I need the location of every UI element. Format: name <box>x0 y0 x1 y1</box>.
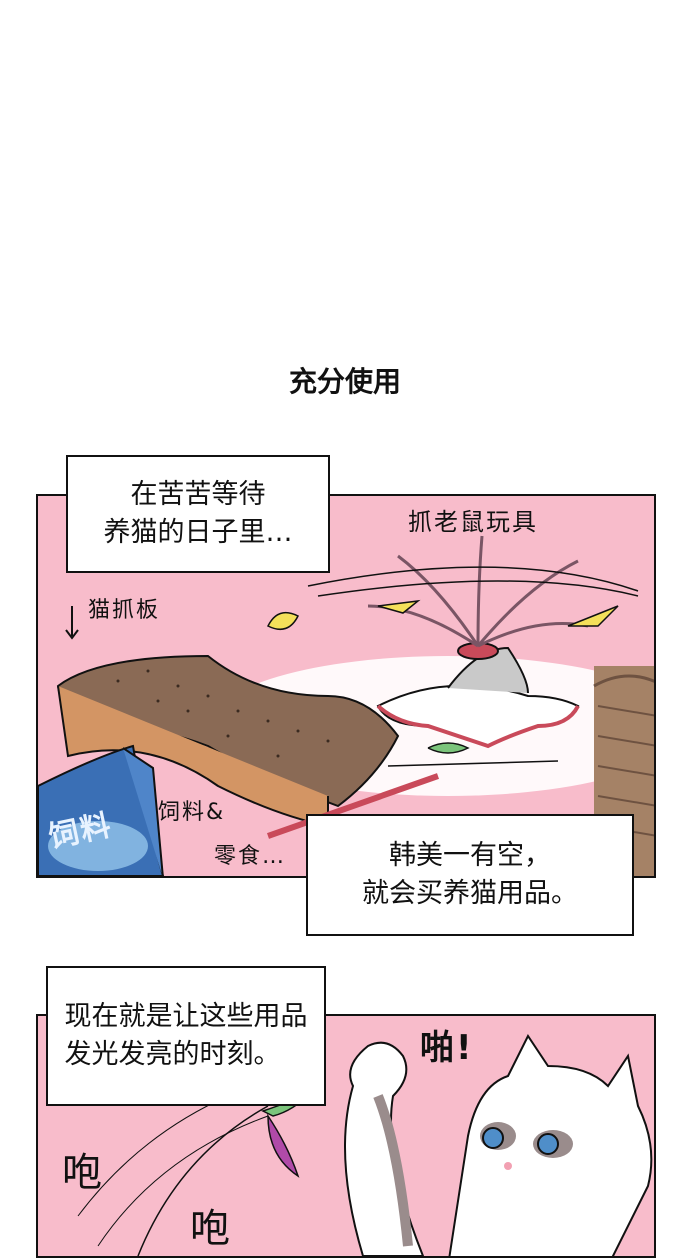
label-scratch-board: 猫抓板 <box>88 598 161 623</box>
label-mouse-toy: 抓老鼠玩具 <box>408 508 538 536</box>
caption-moment: 现在就是让这些用品 发光发亮的时刻。 <box>46 966 326 1106</box>
sfx-pa: 啪! <box>420 1028 474 1068</box>
panel2-illustration <box>77 1034 653 1256</box>
cat <box>448 1034 653 1256</box>
caption-waiting: 在苦苦等待 养猫的日子里… <box>66 455 330 573</box>
sfx-swing-2: 咆 <box>190 1206 232 1252</box>
scratch-board <box>56 654 400 828</box>
arrow-icon <box>65 606 79 640</box>
caption-waiting-text: 在苦苦等待 养猫的日子里… <box>103 479 293 548</box>
caption-buying: 韩美一有空， 就会买养猫用品。 <box>306 814 634 936</box>
panel1-illustration <box>38 535 654 876</box>
sfx-swing-1: 咆 <box>62 1150 104 1196</box>
mouse-toy <box>266 535 639 749</box>
caption-buying-text: 韩美一有空， 就会买养猫用品。 <box>362 840 578 909</box>
label-food-line1: 饲料& <box>158 800 226 825</box>
panel-cat-playing <box>36 1014 656 1258</box>
cat-paw <box>344 1041 425 1256</box>
caption-moment-text: 现在就是让这些用品 发光发亮的时刻。 <box>64 1001 308 1070</box>
food-bag <box>38 744 165 876</box>
teaser-wand <box>267 742 559 839</box>
page-title: 充分使用 <box>288 365 401 398</box>
panel-cat-supplies: 饲料 <box>36 494 656 878</box>
label-food-line2: 零食… <box>214 844 287 869</box>
